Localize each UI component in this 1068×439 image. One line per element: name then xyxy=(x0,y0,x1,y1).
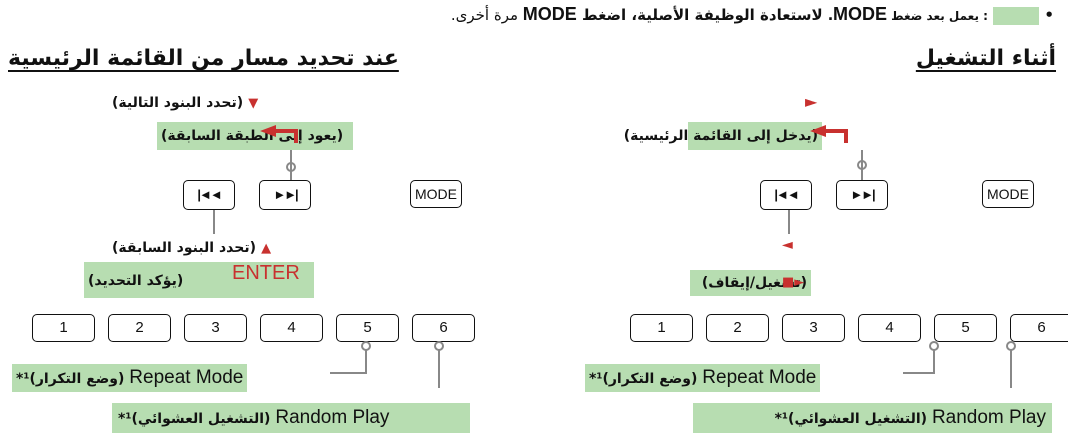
left-key5-line-v xyxy=(365,350,367,374)
right-key-3[interactable]: 3 xyxy=(782,314,845,342)
prev-items-text: (تحدد البنود السابقة) xyxy=(112,240,256,256)
right-key-1[interactable]: 1 xyxy=(630,314,693,342)
enter-main-menu-label: (يدخل إلى القائمة الرئيسية) xyxy=(624,122,822,150)
left-repeat-en: Repeat Mode xyxy=(129,367,244,388)
right-key-6[interactable]: 6 xyxy=(1010,314,1068,342)
play-pause-text: (تشغيل/إيقاف) xyxy=(701,275,807,291)
left-back-arrow xyxy=(258,122,300,150)
left-next-line xyxy=(290,150,292,180)
highlight-swatch xyxy=(993,6,1040,25)
prev-items-row: (تحدد البنود السابقة) ▲ xyxy=(112,237,271,256)
left-mode-key[interactable]: MODE xyxy=(410,180,462,208)
right-random-en: Random Play xyxy=(931,407,1046,428)
left-key-1[interactable]: 1 xyxy=(32,314,95,342)
right-key-2[interactable]: 2 xyxy=(706,314,769,342)
note-text-2: لاستعادة الوظيفة الأصلية، اضغط xyxy=(576,6,828,24)
enter-main-menu-text: (يدخل إلى القائمة الرئيسية) xyxy=(623,128,818,144)
next-items-text: (تحدد البنود التالية) xyxy=(112,95,244,111)
right-random-note: *¹ xyxy=(774,411,789,427)
right-mode-key[interactable]: MODE xyxy=(982,180,1034,208)
left-key-2[interactable]: 2 xyxy=(108,314,171,342)
right-key5-line-v xyxy=(933,350,935,374)
note-text: : يعمل بعد ضغط xyxy=(886,9,988,23)
left-random-ar: (التشغيل العشوائي) xyxy=(131,411,271,427)
right-key-4[interactable]: 4 xyxy=(858,314,921,342)
right-back-arrow xyxy=(808,122,850,150)
right-next-key[interactable]: ►►| xyxy=(836,180,888,210)
heading-during-playback: أثناء التشغيل xyxy=(915,46,1056,71)
left-random-label: *¹(التشغيل العشوائي) Random Play xyxy=(112,403,470,433)
left-random-note: *¹ xyxy=(118,411,132,427)
note-mode-1: MODE. xyxy=(827,4,887,24)
left-prev-key[interactable]: |◄◄ xyxy=(183,180,235,210)
left-repeat-note: *¹ xyxy=(16,371,30,387)
heading-select-track: عند تحديد مسار من القائمة الرئيسية xyxy=(8,46,399,71)
enter-confirm-label: (يؤكد التحديد) xyxy=(84,262,314,298)
note-text-3: مرة أخرى. xyxy=(450,6,523,24)
right-key5-line-h xyxy=(903,372,935,374)
right-repeat-en: Repeat Mode xyxy=(702,367,817,388)
right-random-label: *¹(التشغيل العشوائي) Random Play xyxy=(693,403,1052,433)
note-mode-2: MODE xyxy=(522,4,577,24)
back-layer-label: (يعود إلى الطبقة السابقة) xyxy=(157,122,353,150)
enter-key-label: ENTER xyxy=(232,262,300,284)
play-pause-icon: ■► xyxy=(782,275,805,290)
right-random-ar: (التشغيل العشوائي) xyxy=(788,411,928,427)
play-pause-label: (تشغيل/إيقاف) xyxy=(690,270,811,296)
note-line: • : يعمل بعد ضغط MODE. لاستعادة الوظيفة … xyxy=(451,4,1054,25)
down-arrow-icon: ▼ xyxy=(248,96,259,111)
left-key6-line xyxy=(438,350,440,388)
right-prev-key[interactable]: |◄◄ xyxy=(760,180,812,210)
left-key-5[interactable]: 5 xyxy=(336,314,399,342)
right-prev-line xyxy=(788,210,790,234)
bullet: • xyxy=(1044,6,1054,24)
left-repeat-ar: (وضع التكرار) xyxy=(29,371,125,387)
left-prev-line xyxy=(213,210,215,234)
confirm-text: (يؤكد التحديد) xyxy=(88,273,184,289)
left-key-6[interactable]: 6 xyxy=(412,314,475,342)
left-key-3[interactable]: 3 xyxy=(184,314,247,342)
left-random-en: Random Play xyxy=(275,407,390,428)
right-key-5[interactable]: 5 xyxy=(934,314,997,342)
next-items-row: (تحدد البنود التالية) ▼ xyxy=(112,92,258,111)
right-repeat-label: *¹(وضع التكرار) Repeat Mode xyxy=(585,364,821,392)
back-layer-text: (يعود إلى الطبقة السابقة) xyxy=(161,128,344,144)
left-key5-line-h xyxy=(330,372,367,374)
left-next-key[interactable]: ►►| xyxy=(259,180,311,210)
up-arrow-icon: ▲ xyxy=(261,241,272,256)
right-repeat-note: *¹ xyxy=(589,371,603,387)
right-next-line xyxy=(861,150,863,180)
right-repeat-ar: (وضع التكرار) xyxy=(602,371,698,387)
left-repeat-label: *¹(وضع التكرار) Repeat Mode xyxy=(12,364,248,392)
left-key-4[interactable]: 4 xyxy=(260,314,323,342)
right-key6-line xyxy=(1010,350,1012,388)
right-left-arrow: ◄ xyxy=(782,237,793,253)
right-play-icon: ► xyxy=(805,92,818,111)
